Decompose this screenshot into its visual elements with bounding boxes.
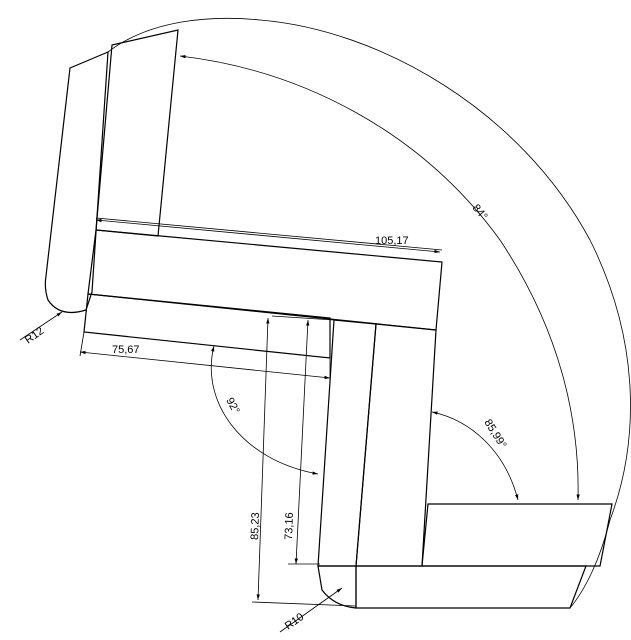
- dim-label-8599: 85,99°: [481, 417, 508, 450]
- dim-arc-8599: [431, 411, 519, 501]
- leader-r12: [19, 311, 63, 341]
- leader-r10: [279, 587, 343, 633]
- dim-label-top: 105,17: [375, 235, 409, 247]
- dim-label-92: 92°: [223, 396, 241, 416]
- label-r12: R12: [23, 325, 46, 346]
- dim-label-84: 84°: [470, 202, 490, 222]
- right-upper-plate: [421, 503, 613, 567]
- dim-label-vertical-outer: 85,23: [249, 512, 262, 540]
- outer-arc: [107, 17, 631, 609]
- dim-arc-92: [210, 345, 319, 475]
- bottom-plate: [317, 565, 587, 609]
- middle-inner-wall: [355, 323, 437, 567]
- left-inner-wall: [95, 29, 179, 237]
- dim-line-vertical-inner: [294, 319, 310, 565]
- left-outer-wall: [44, 51, 109, 313]
- middle-outer-wall: [317, 319, 377, 567]
- dim-line-vertical-outer: [256, 317, 270, 601]
- dim-label-vertical-inner: 73,16: [283, 512, 296, 540]
- dim-arc-84: [179, 54, 580, 501]
- label-r10: R10: [283, 611, 306, 632]
- dim-label-left: 75,67: [112, 344, 140, 356]
- ext-line-v1-bottom: [251, 601, 357, 607]
